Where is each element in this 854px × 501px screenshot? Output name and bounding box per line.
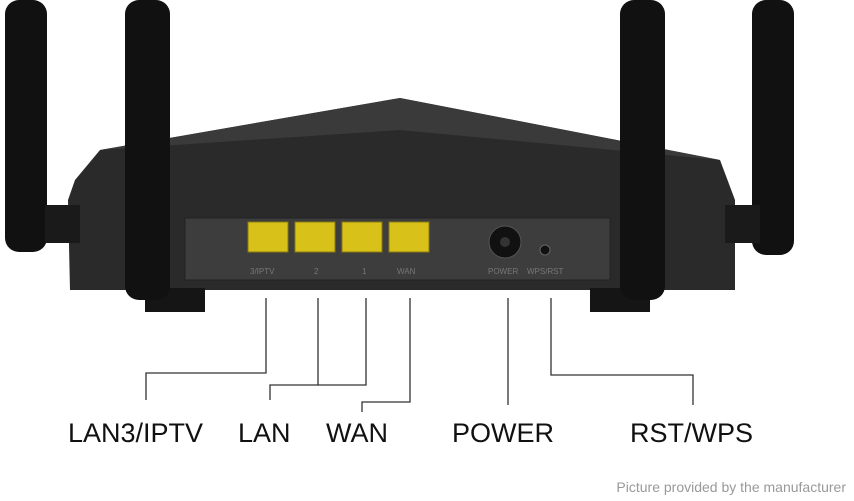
callout-lan3-iptv: LAN3/IPTV	[68, 418, 204, 448]
port-label-2: 2	[314, 267, 319, 276]
image-credit: Picture provided by the manufacturer	[616, 479, 846, 495]
antenna-3	[620, 0, 665, 300]
port-label-1: 1	[362, 267, 367, 276]
port-wan	[388, 221, 430, 253]
callout-power: POWER	[452, 418, 555, 448]
port-lan2	[294, 221, 336, 253]
antenna-hinge-right	[725, 205, 760, 243]
callout-rst-wps: RST/WPS	[630, 418, 754, 448]
antenna-2	[125, 0, 170, 300]
reset-button	[539, 244, 551, 256]
ethernet-ports	[247, 221, 430, 253]
callout-lan: LAN	[238, 418, 291, 448]
antenna-1	[5, 0, 47, 252]
port-label-wan: WAN	[397, 267, 416, 276]
callout-wan: WAN	[326, 418, 388, 448]
port-lan1	[341, 221, 383, 253]
antenna-hinge-left	[45, 205, 80, 243]
power-jack-pin	[500, 237, 510, 247]
callout-lines	[145, 298, 694, 412]
port-label-wps-rst: WPS/RST	[527, 267, 564, 276]
port-label-power: POWER	[488, 267, 519, 276]
router-top-highlight	[100, 98, 720, 160]
antenna-4	[752, 0, 794, 255]
port-lan3	[247, 221, 289, 253]
port-label-3-iptv: 3/IPTV	[250, 267, 275, 276]
